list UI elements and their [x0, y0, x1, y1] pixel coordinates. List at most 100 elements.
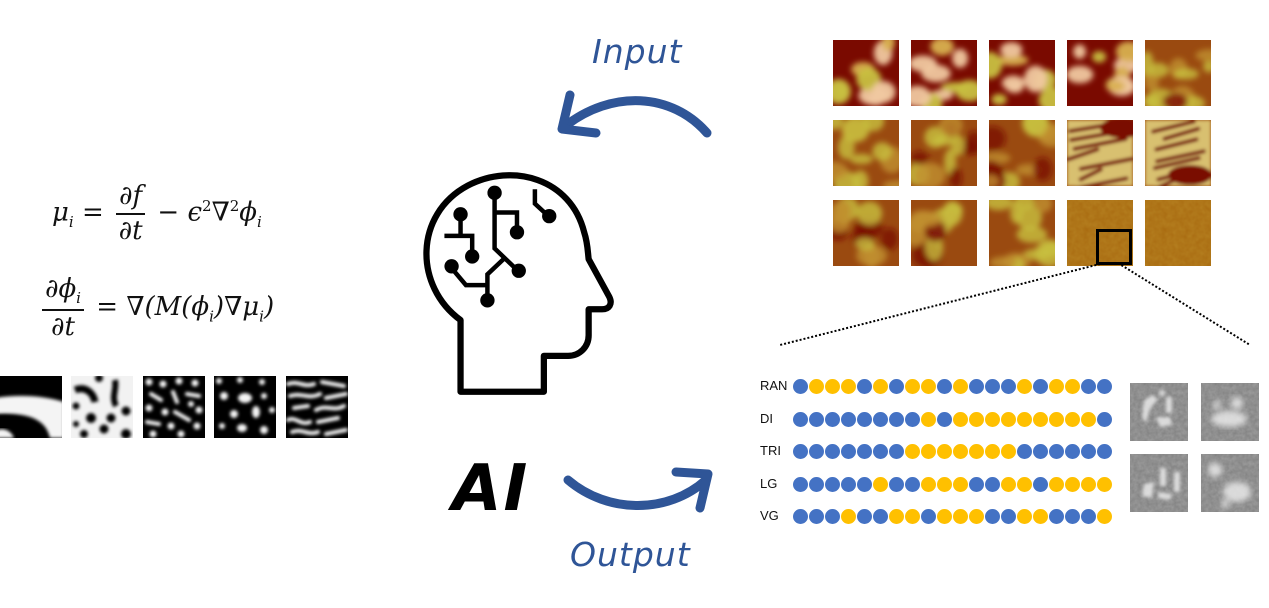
fraction-denominator: ∂t [118, 215, 143, 246]
sequence-label: DI [760, 411, 773, 426]
fraction-dphi-dt: ∂ϕi∂t [42, 275, 84, 341]
microscopy-tile [911, 200, 977, 266]
bead-yellow [1001, 477, 1016, 492]
bead-yellow [1033, 509, 1048, 524]
bead-yellow [953, 444, 968, 459]
bead-yellow [1081, 477, 1096, 492]
bead-blue [825, 444, 840, 459]
bead-blue [1033, 379, 1048, 394]
bead-yellow [937, 444, 952, 459]
bead-blue [873, 412, 888, 427]
bead-blue [857, 444, 872, 459]
microscopy-tile [989, 40, 1055, 106]
bead-blue [937, 412, 952, 427]
microscopy-tile [989, 200, 1055, 266]
bead-blue [809, 509, 824, 524]
sequence-label: RAN [760, 378, 788, 393]
bead-blue [1017, 444, 1032, 459]
bead-blue [1033, 477, 1048, 492]
bead-blue [969, 477, 984, 492]
phase-field-image-5 [286, 376, 348, 438]
bead-blue [1033, 444, 1048, 459]
bead-blue [873, 444, 888, 459]
microscopy-tile [1067, 200, 1133, 266]
curved-arrow-right-icon [563, 467, 713, 513]
ai-label: AI [452, 452, 530, 526]
bead-blue [857, 477, 872, 492]
superscript-2: 2 [202, 196, 212, 215]
bead-blue [1081, 509, 1096, 524]
phase-field-image-1 [0, 376, 62, 438]
bead-blue [1097, 379, 1112, 394]
bead-yellow [1065, 379, 1080, 394]
subscript-i: i [259, 307, 264, 326]
bead-blue [1097, 412, 1112, 427]
zoom-region-box [1096, 229, 1132, 265]
phase-field-image-2 [71, 376, 133, 438]
bead-yellow [905, 509, 920, 524]
bead-yellow [1033, 412, 1048, 427]
microscopy-tile [911, 40, 977, 106]
microscopy-tile [833, 200, 899, 266]
generated-structure-2 [1201, 383, 1259, 441]
bead-yellow [1097, 477, 1112, 492]
bead-yellow [873, 379, 888, 394]
bead-blue [873, 509, 888, 524]
microscopy-tile [1067, 120, 1133, 186]
bead-yellow [921, 379, 936, 394]
equation-chemical-potential: μi = ∂f∂t − ϵ2∇2ϕi [52, 182, 262, 245]
bead-blue [793, 509, 808, 524]
bead-blue [1065, 509, 1080, 524]
bead-yellow [921, 412, 936, 427]
bead-blue [889, 477, 904, 492]
bead-blue [985, 509, 1000, 524]
bead-yellow [825, 379, 840, 394]
bead-yellow [1065, 412, 1080, 427]
mu-symbol: μ [52, 197, 69, 228]
bead-blue [857, 509, 872, 524]
subscript-i: i [209, 307, 214, 326]
fraction-numerator: ∂ϕi [42, 275, 84, 311]
bead-blue [985, 379, 1000, 394]
output-label: Output [570, 535, 691, 574]
sequence-label: VG [760, 508, 779, 523]
subscript-i: i [76, 289, 81, 308]
bead-yellow [969, 509, 984, 524]
generated-structure-1 [1130, 383, 1188, 441]
bead-blue [1081, 379, 1096, 394]
phase-field-image-3 [143, 376, 205, 438]
fraction-df-dt: ∂f∂t [116, 182, 146, 246]
bead-blue [1065, 444, 1080, 459]
bead-blue [1081, 444, 1096, 459]
bead-yellow [1017, 477, 1032, 492]
rhs-part-b: )∇μ [213, 292, 260, 323]
bead-blue [825, 509, 840, 524]
phi-symbol: ϕ [239, 197, 257, 228]
bead-yellow [889, 509, 904, 524]
bead-yellow [953, 379, 968, 394]
bead-yellow [921, 444, 936, 459]
microscopy-tile [1145, 200, 1211, 266]
bead-yellow [841, 509, 856, 524]
bead-blue [841, 444, 856, 459]
bead-blue [793, 444, 808, 459]
bead-yellow [985, 412, 1000, 427]
bead-blue [1001, 509, 1016, 524]
bead-blue [1049, 509, 1064, 524]
generated-structure-3 [1130, 454, 1188, 512]
bead-yellow [905, 444, 920, 459]
input-label: Input [592, 32, 683, 71]
bead-yellow [1097, 509, 1112, 524]
bead-yellow [937, 477, 952, 492]
bead-yellow [1017, 509, 1032, 524]
bead-yellow [969, 444, 984, 459]
bead-yellow [1049, 379, 1064, 394]
microscopy-tile [989, 120, 1055, 186]
bead-yellow [969, 412, 984, 427]
microscopy-tile [1067, 40, 1133, 106]
bead-yellow [1049, 412, 1064, 427]
bead-yellow [953, 412, 968, 427]
bead-blue [825, 412, 840, 427]
fraction-numerator: ∂f [116, 182, 146, 215]
rhs-part-a: ∇(M(ϕ [126, 292, 210, 323]
